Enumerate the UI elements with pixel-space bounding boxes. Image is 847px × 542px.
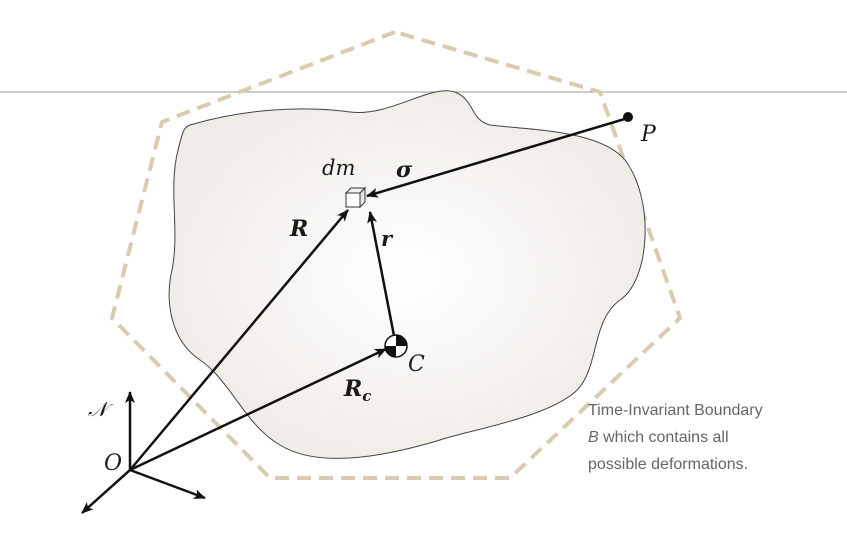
label-dm: dm <box>322 156 355 180</box>
label-center-c: C <box>408 352 425 377</box>
boundary-note-line2: B which contains all <box>588 429 729 446</box>
point-p-dot <box>623 112 633 122</box>
vector-r-small <box>367 211 398 347</box>
mass-element-cube <box>344 186 367 209</box>
vector-sigma <box>366 116 629 198</box>
vector-rc <box>129 347 387 472</box>
label-rc: Rc <box>343 376 371 405</box>
center-of-mass-icon <box>384 334 408 358</box>
boundary-note-line1: Time-Invariant Boundary <box>588 402 763 419</box>
label-frame-n: 𝒩 <box>88 397 113 421</box>
label-big-r: R <box>289 216 308 242</box>
boundary-note-line2-rest: which contains all <box>599 429 729 446</box>
label-origin-o: O <box>104 451 122 476</box>
boundary-note-b: B <box>588 429 599 446</box>
boundary-note-line3: possible deformations. <box>588 456 748 473</box>
frame-axis-right <box>129 468 206 500</box>
label-rc-sub: c <box>362 387 371 405</box>
frame-axis-downleft <box>81 469 131 514</box>
label-small-r: r <box>381 226 394 251</box>
label-rc-main: R <box>343 376 362 402</box>
invariant-boundary <box>110 30 682 480</box>
deformable-body <box>168 90 646 459</box>
label-sigma: σ <box>396 157 413 183</box>
vector-r-big <box>129 209 349 471</box>
label-point-p: P <box>640 122 657 147</box>
